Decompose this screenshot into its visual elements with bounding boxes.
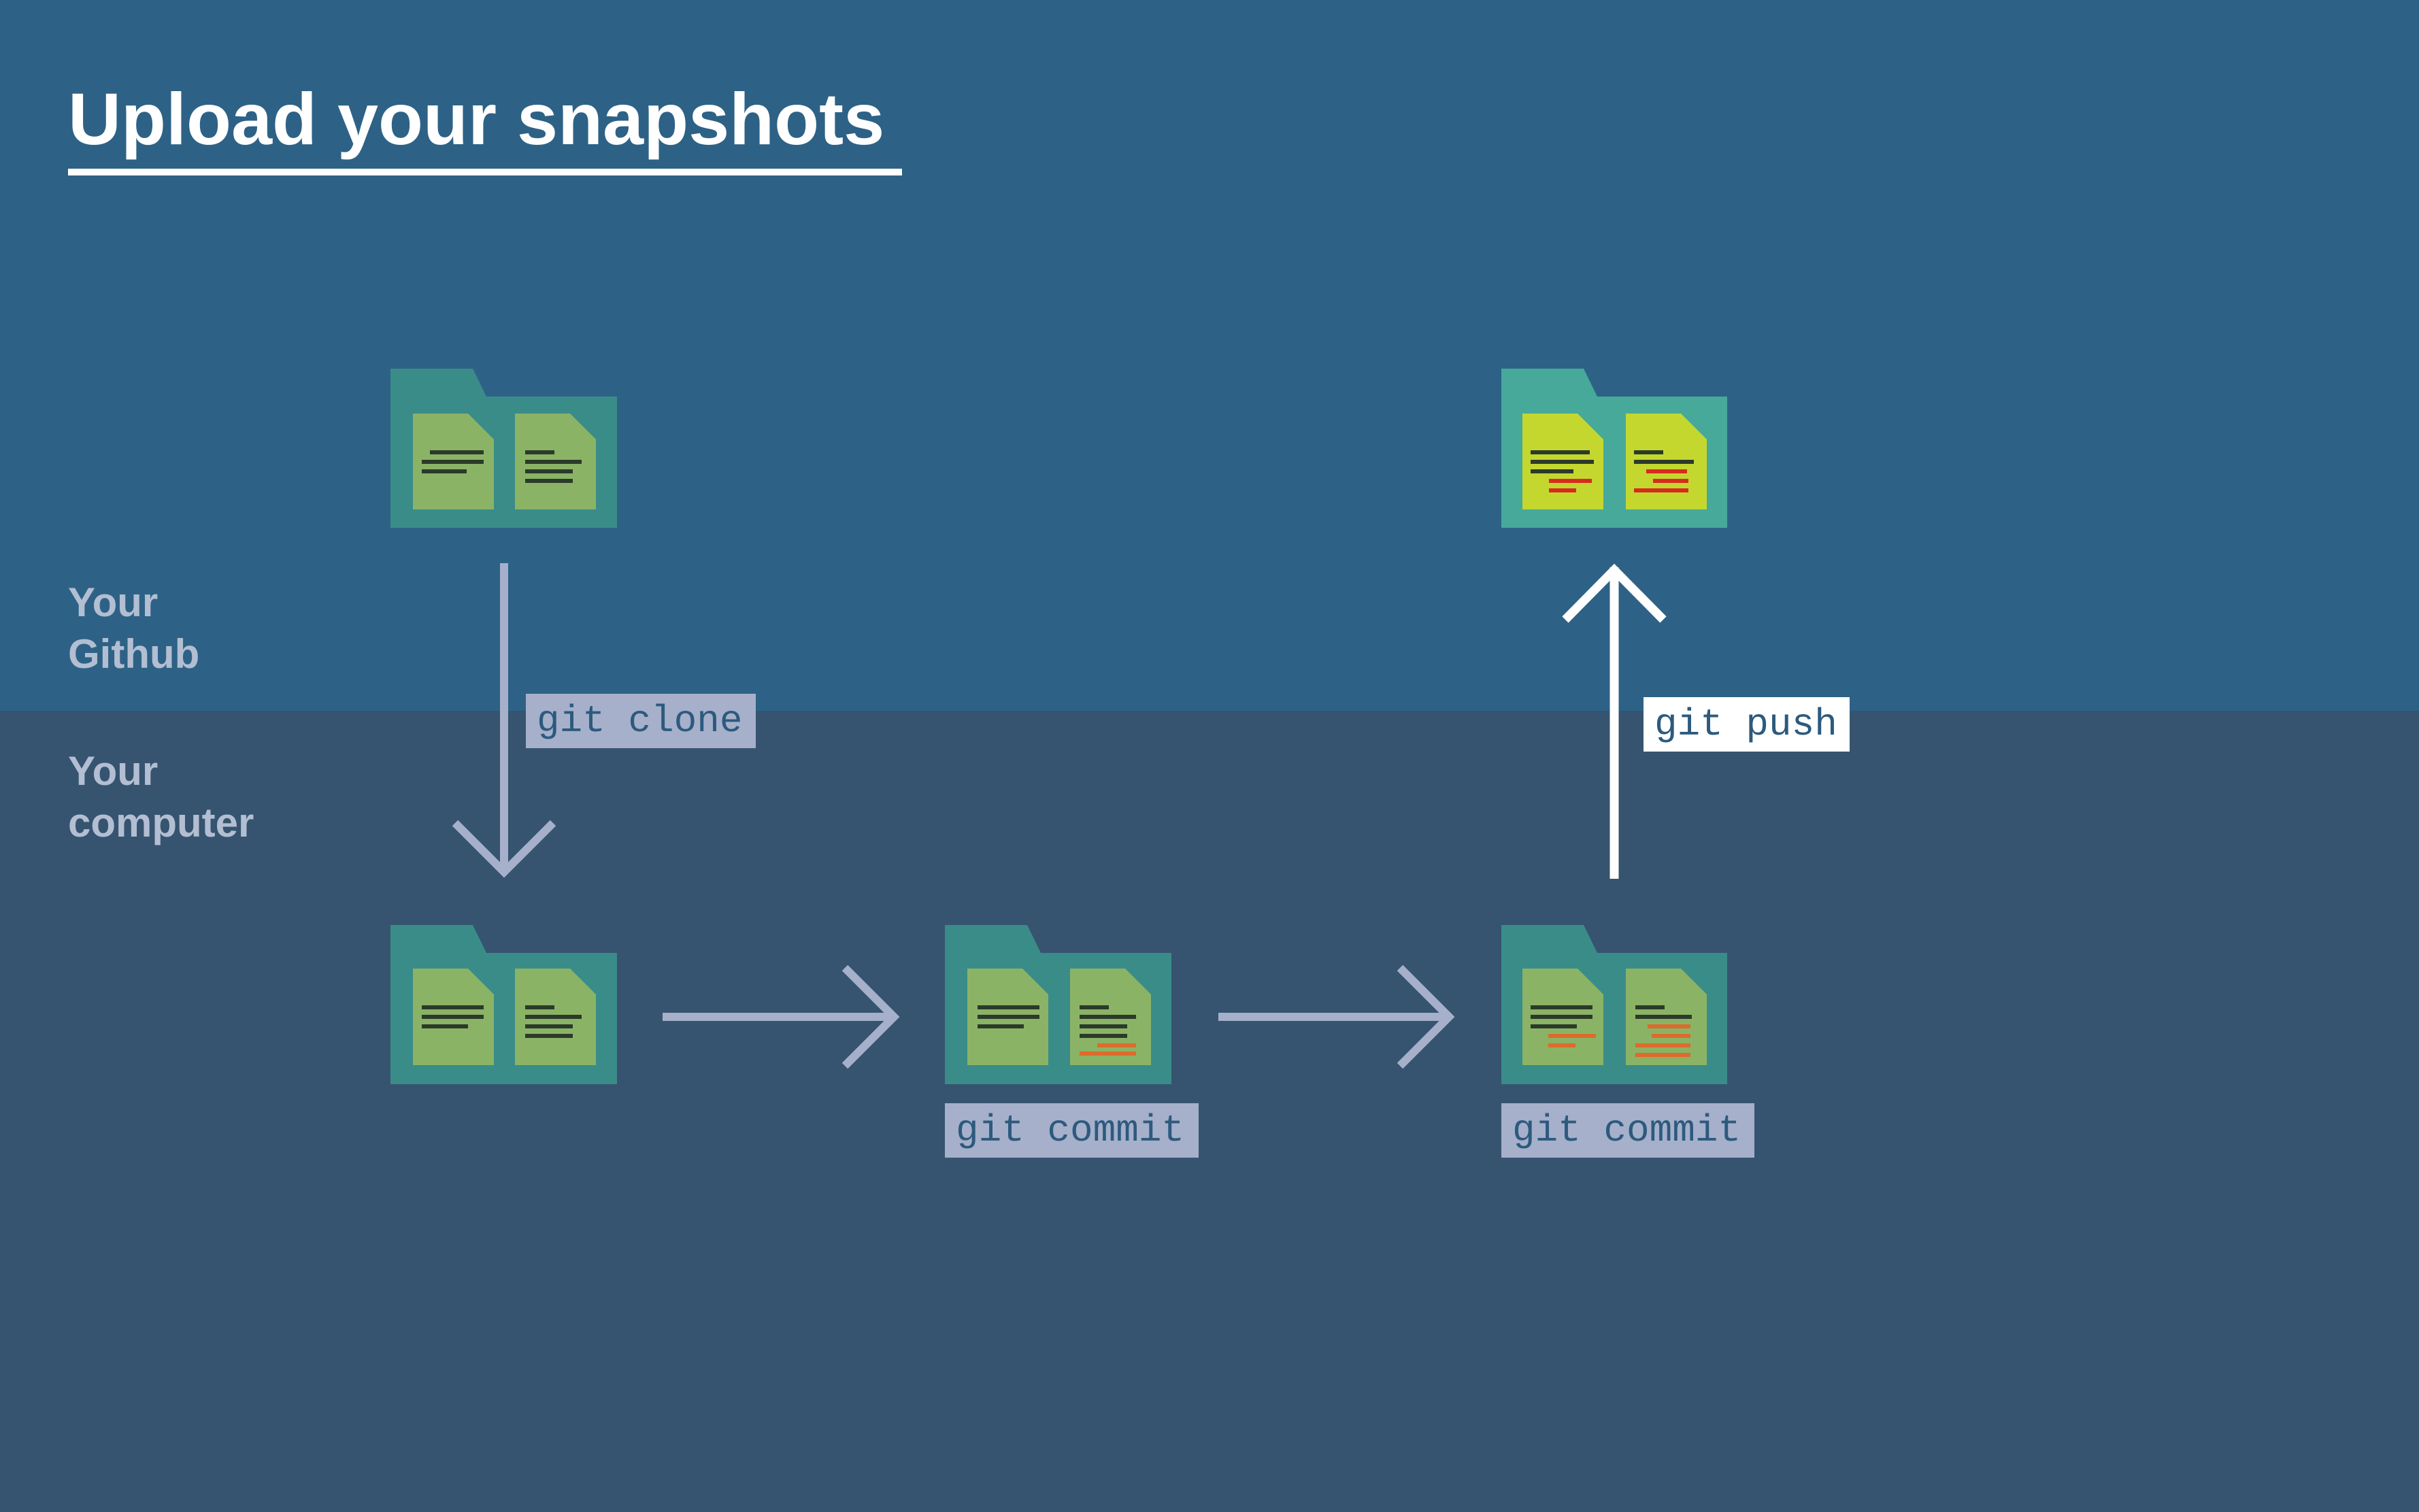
github-zone-background [0, 0, 2419, 711]
github-folder-original-icon [390, 369, 617, 528]
git-push-label: git push [1644, 697, 1850, 752]
git-commit-label-1: git commit [945, 1103, 1199, 1158]
file-icon [1070, 969, 1151, 1065]
file-icon [1626, 969, 1707, 1065]
git-commit-label-2: git commit [1501, 1103, 1754, 1158]
local-folder-clone-icon [390, 925, 617, 1084]
file-icon [413, 414, 494, 509]
file-icon [1522, 414, 1603, 509]
zone-label-computer-line2: computer [68, 800, 254, 845]
clone-arrow-icon [452, 563, 556, 878]
commit2-arrow-icon [1218, 964, 1455, 1069]
computer-zone-background [0, 711, 2419, 1512]
local-folder-commit2-icon [1501, 925, 1727, 1084]
file-icon [515, 969, 596, 1065]
title-underline [68, 169, 902, 175]
zone-label-computer-line1: Your [68, 748, 159, 794]
zone-label-github-line1: Your [68, 579, 159, 625]
commit1-arrow-icon [663, 964, 900, 1069]
local-folder-commit1-icon [945, 925, 1171, 1084]
file-icon [515, 414, 596, 509]
zone-label-github-line2: Github [68, 631, 200, 677]
page-title: Upload your snapshots [68, 78, 885, 160]
push-arrow-icon [1562, 563, 1667, 879]
file-icon [413, 969, 494, 1065]
file-icon [967, 969, 1048, 1065]
git-clone-label: git clone [526, 694, 756, 748]
file-icon [1626, 414, 1707, 509]
file-icon [1522, 969, 1603, 1065]
github-folder-updated-icon [1501, 369, 1727, 528]
